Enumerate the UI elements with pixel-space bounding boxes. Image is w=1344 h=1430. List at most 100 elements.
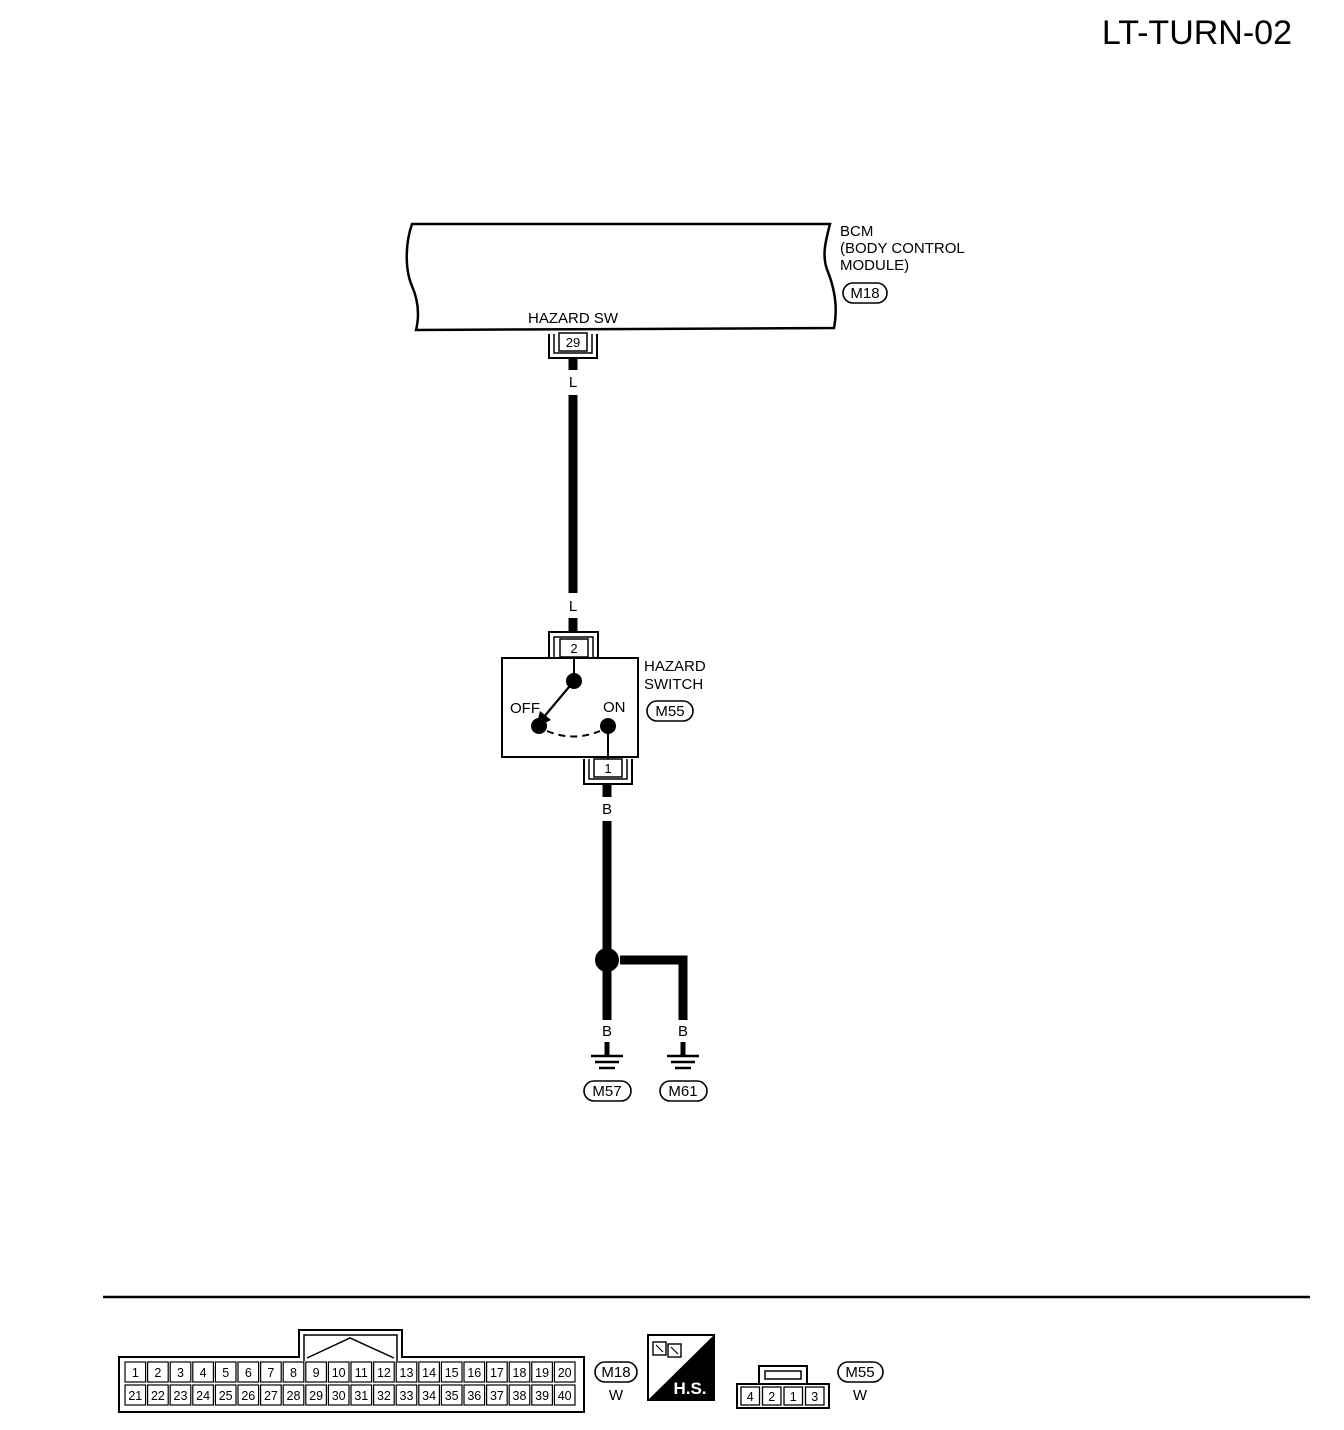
m55-pin-number: 3 [811,1390,818,1404]
m18-pin-number: 4 [200,1366,207,1380]
m18-pin-cell [124,1361,147,1383]
switch-pos-on: ON [603,699,626,716]
connector-m18-color: W [609,1387,624,1404]
m18-pin-number: 6 [245,1366,252,1380]
m18-pin-number: 19 [535,1366,549,1380]
m18-pin-number: 28 [287,1389,301,1403]
m18-pin-cell [373,1384,395,1406]
bcm-terminal-29: 29 [548,332,598,359]
m18-pin-cell [169,1361,192,1383]
m18-pin-number: 14 [422,1366,436,1380]
m18-pin-cell [260,1384,282,1406]
m18-pin-cell [531,1361,553,1383]
switch-name-line-1: HAZARD [644,658,706,675]
m18-pin-cell [147,1361,169,1383]
m18-pin-cell [192,1361,215,1383]
switch-pos-off: OFF [510,700,540,717]
m55-pin-cell [761,1386,782,1406]
m18-pin-number: 40 [558,1389,572,1403]
connector-m55-color: W [853,1387,868,1404]
m18-pin-number: 20 [558,1366,572,1380]
bcm-name-line-3: MODULE) [840,257,909,274]
page-id: LT-TURN-02 [1102,14,1292,52]
m55-pin-cell [783,1386,804,1406]
m18-pin-cell [373,1361,395,1383]
m18-pin-cell [418,1361,440,1383]
m18-pin-cell [169,1384,192,1406]
m18-pin-cell [486,1384,508,1406]
m55-pin-number: 1 [790,1390,797,1404]
m18-pin-number: 10 [332,1366,346,1380]
ground-m57-label: M57 [592,1083,621,1100]
m18-pin-number: 36 [467,1389,481,1403]
m18-pin-cell [305,1361,327,1383]
m55-pin-number: 4 [747,1390,754,1404]
wire-b: B [595,784,688,1020]
m18-pin-cell [282,1384,305,1406]
bcm-terminal-number: 29 [566,335,580,350]
m18-pin-cell [282,1361,305,1383]
m18-pin-number: 13 [400,1366,414,1380]
m18-pin-cell [486,1361,508,1383]
m18-pin-cell [440,1361,463,1383]
m18-pin-cell [350,1384,373,1406]
m18-pin-number: 32 [377,1389,391,1403]
m18-pin-number: 5 [222,1366,229,1380]
connector-m18-label: M18 [601,1364,630,1381]
m18-pin-cell [350,1361,373,1383]
bcm-module: BCM (BODY CONTROL MODULE) M18 HAZARD SW [405,222,965,332]
bcm-name-line-2: (BODY CONTROL [840,240,965,257]
bcm-connector-label: M18 [850,285,879,302]
ground-m57: B M57 [583,1023,632,1102]
m18-pin-cell [395,1384,418,1406]
m18-pin-cell [508,1361,531,1383]
m18-pin-cell [418,1384,440,1406]
m55-pin-cell [804,1386,825,1406]
wire-l: L L [568,358,578,632]
bcm-terminal-label: HAZARD SW [528,310,619,327]
m18-pin-number: 35 [445,1389,459,1403]
m18-pin-cell [508,1384,531,1406]
m18-pin-number: 21 [128,1389,142,1403]
m18-pin-number: 17 [490,1366,504,1380]
switch-terminal-2-number: 2 [570,641,577,656]
m18-pin-cell [553,1361,576,1383]
m18-pin-cell [124,1384,147,1406]
m18-pin-cell [147,1384,169,1406]
m18-pin-cell [327,1361,350,1383]
m18-pin-number: 25 [219,1389,233,1403]
hs-badge: H.S. [647,1334,715,1401]
m18-pin-number: 39 [535,1389,549,1403]
m18-pin-cell [305,1384,327,1406]
m18-pin-number: 30 [332,1389,346,1403]
m18-pin-number: 26 [241,1389,255,1403]
wire-l-color-bottom: L [569,598,577,615]
m18-pin-number: 24 [196,1389,210,1403]
hs-connector-icon [652,1341,682,1358]
ground-m61: B M61 [659,1023,708,1102]
switch-terminal-2: 2 [548,631,599,658]
m18-pin-cell [327,1384,350,1406]
m18-pin-cell [531,1384,553,1406]
connector-m55-label: M55 [845,1364,874,1381]
m18-pin-number: 11 [355,1366,368,1380]
m18-pin-number: 12 [377,1366,391,1380]
m18-pin-number: 37 [490,1389,504,1403]
m55-pin-cell [740,1386,761,1406]
m18-pin-number: 31 [354,1389,368,1403]
m18-pin-number: 2 [154,1366,161,1380]
m18-pin-cell [192,1384,215,1406]
m18-pin-cell [214,1361,237,1383]
switch-name-line-2: SWITCH [644,676,703,693]
hs-badge-text: H.S. [673,1379,706,1398]
switch-terminal-1-number: 1 [604,761,611,776]
m18-pin-number: 23 [174,1389,188,1403]
ground-m61-wire-color: B [678,1023,688,1040]
m18-pin-number: 22 [151,1389,165,1403]
m18-pin-cell [553,1384,576,1406]
m18-pin-number: 15 [445,1366,459,1380]
m18-pin-cell [237,1361,260,1383]
